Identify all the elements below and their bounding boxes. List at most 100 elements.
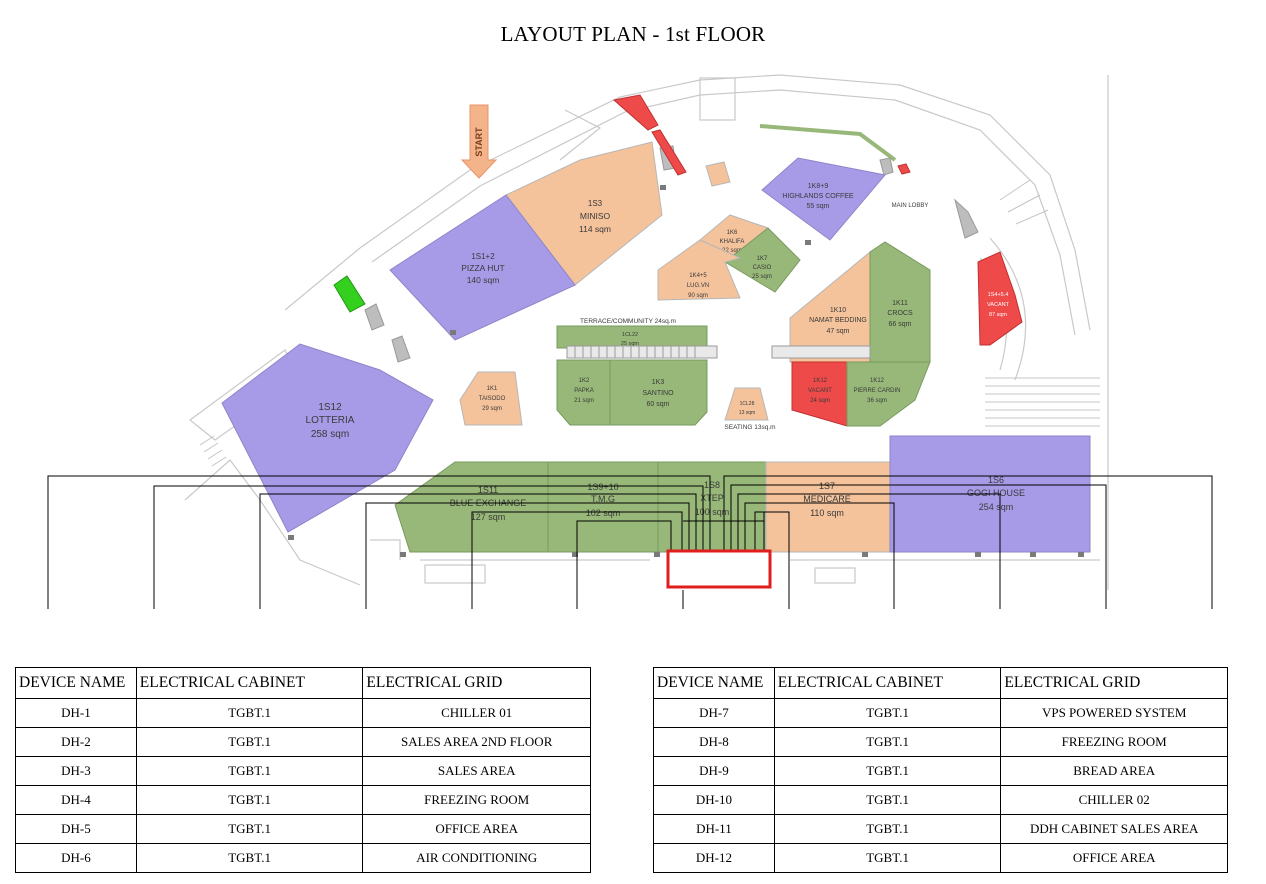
grid-cell: AIR CONDITIONING [362, 843, 591, 873]
grid-cell: CHILLER 02 [1000, 785, 1228, 815]
cabinet-cell: TGBT.1 [135, 698, 364, 728]
store-tmg[interactable]: 1S9+10 T.M.G 102 sqm [547, 461, 659, 553]
header-electrical-grid: ELECTRICAL GRID [1000, 667, 1228, 699]
device-name-cell: DH-6 [15, 843, 137, 873]
svg-text:1S3: 1S3 [588, 199, 603, 208]
svg-text:1S7: 1S7 [819, 481, 835, 491]
svg-text:TAISODO: TAISODO [479, 396, 506, 402]
counter-bar [771, 345, 871, 359]
table-row: DH-7 TGBT.1 VPS POWERED SYSTEM [653, 698, 1228, 728]
svg-text:114 sqm: 114 sqm [579, 224, 611, 234]
svg-text:CROCS: CROCS [887, 310, 913, 317]
cabinet-cell: TGBT.1 [135, 756, 364, 786]
device-name-cell: DH-7 [653, 698, 775, 728]
table-header-row: DEVICE NAME ELECTRICAL CABINET ELECTRICA… [653, 667, 1228, 699]
svg-text:55 sqm: 55 sqm [807, 203, 830, 210]
device-name-cell: DH-5 [15, 814, 137, 844]
terrace-cl22[interactable]: 1CL22 25 sqm [556, 325, 718, 359]
svg-text:1S6: 1S6 [988, 475, 1004, 485]
svg-text:MEDICARE: MEDICARE [803, 494, 851, 504]
svg-text:25 sqm: 25 sqm [621, 341, 639, 347]
svg-text:NAMAT BEDDING: NAMAT BEDDING [809, 317, 867, 324]
grid-cell: OFFICE AREA [1000, 843, 1228, 873]
kiosk-green[interactable] [333, 275, 366, 313]
grid-cell: OFFICE AREA [362, 814, 591, 844]
grid-cell: SALES AREA [362, 756, 591, 786]
cabinet-cell: TGBT.1 [135, 785, 364, 815]
cabinet-cell: TGBT.1 [773, 843, 1002, 873]
store-crocs[interactable]: 1K11 CROCS 66 sqm [869, 241, 931, 363]
svg-text:100 sqm: 100 sqm [695, 507, 730, 517]
svg-text:1K8+9: 1K8+9 [808, 183, 829, 190]
svg-text:GOGI HOUSE: GOGI HOUSE [967, 488, 1025, 498]
store-vacant-s4[interactable]: 1S4+5.4 VACANT 87 sqm [977, 251, 1023, 346]
grid-cell: BREAD AREA [1000, 756, 1228, 786]
device-name-cell: DH-12 [653, 843, 775, 873]
cabinet-cell: TGBT.1 [773, 814, 1002, 844]
svg-text:1K11: 1K11 [892, 300, 908, 307]
svg-text:1K6: 1K6 [727, 230, 738, 236]
store-santino[interactable]: 1K3 SANTINO 60 sqm [609, 359, 708, 426]
svg-text:66 sqm: 66 sqm [889, 321, 912, 328]
header-electrical-grid: ELECTRICAL GRID [362, 667, 591, 699]
svg-text:SANTINO: SANTINO [642, 390, 674, 397]
svg-text:1S1+2: 1S1+2 [471, 252, 495, 261]
svg-text:1S4+5.4: 1S4+5.4 [988, 292, 1009, 298]
store-vacant-k12[interactable]: 1K12 VACANT 24 sqm [791, 361, 848, 427]
table-header-row: DEVICE NAME ELECTRICAL CABINET ELECTRICA… [15, 667, 591, 699]
svg-text:90 sqm: 90 sqm [688, 293, 708, 299]
svg-text:1S9+10: 1S9+10 [587, 482, 618, 492]
svg-text:36 sqm: 36 sqm [867, 398, 887, 404]
svg-text:22 sqm: 22 sqm [722, 248, 742, 254]
svg-text:102 sqm: 102 sqm [586, 508, 621, 518]
store-casio[interactable]: 1K7 CASIO 25 sqm [724, 227, 801, 293]
cabling-lines [47, 475, 1213, 609]
store-lotteria[interactable]: 1S12 LOTTERIA 258 sqm [221, 343, 434, 533]
table-row: DH-12 TGBT.1 OFFICE AREA [653, 843, 1228, 873]
svg-text:47 sqm: 47 sqm [827, 328, 850, 335]
svg-text:VACANT: VACANT [987, 302, 1010, 308]
table-row: DH-10 TGBT.1 CHILLER 02 [653, 785, 1228, 815]
store-pizza-hut[interactable]: 1S1+2 PIZZA HUT 140 sqm [389, 194, 576, 341]
device-name-cell: DH-8 [653, 727, 775, 757]
svg-text:MINISO: MINISO [580, 211, 611, 221]
kiosk-cl4[interactable] [705, 161, 731, 187]
seating-label: SEATING 13sq.m [724, 424, 775, 431]
svg-text:1S11: 1S11 [478, 485, 498, 495]
device-name-cell: DH-3 [15, 756, 137, 786]
svg-text:1K10: 1K10 [830, 307, 846, 314]
svg-text:PAPKA: PAPKA [574, 388, 594, 394]
svg-text:29 sqm: 29 sqm [482, 406, 502, 412]
svg-text:1K12: 1K12 [813, 378, 828, 384]
header-electrical-cabinet: ELECTRICAL CABINET [773, 667, 1002, 699]
cabinet-cell: TGBT.1 [135, 814, 364, 844]
svg-text:1S8: 1S8 [704, 480, 720, 490]
store-taisodo[interactable]: 1K1 TAISODO 29 sqm [459, 371, 523, 426]
kiosk-cl28[interactable]: 1CL28 13 sqm [724, 387, 769, 421]
table-row: DH-5 TGBT.1 OFFICE AREA [15, 814, 591, 844]
store-xtep[interactable]: 1S8 XTEP 100 sqm [657, 461, 767, 553]
store-highlands-coffee[interactable]: 1K8+9 HIGHLANDS COFFEE 55 sqm [761, 157, 886, 241]
start-arrow-icon: START [460, 104, 498, 179]
svg-text:KHALIFA: KHALIFA [720, 239, 745, 245]
svg-text:PIZZA HUT: PIZZA HUT [461, 263, 504, 273]
cabinet-cell: TGBT.1 [773, 698, 1002, 728]
svg-text:87 sqm: 87 sqm [989, 312, 1007, 318]
store-papka[interactable]: 1K2 PAPKA 21 sqm [556, 359, 611, 426]
device-table-right: DEVICE NAME ELECTRICAL CABINET ELECTRICA… [653, 667, 1228, 873]
stairs-hatching [199, 179, 1100, 467]
svg-text:254 sqm: 254 sqm [979, 502, 1014, 512]
store-lug-vn[interactable]: 1K4+5 LUG.VN 90 sqm [657, 239, 742, 301]
device-name-cell: DH-2 [15, 727, 137, 757]
table-row: DH-8 TGBT.1 FREEZING ROOM [653, 727, 1228, 757]
svg-text:24 sqm: 24 sqm [810, 398, 830, 404]
grid-cell: FREEZING ROOM [1000, 727, 1228, 757]
svg-text:1K4+5: 1K4+5 [689, 273, 707, 279]
svg-text:21 sqm: 21 sqm [574, 398, 594, 404]
svg-text:1CL28: 1CL28 [740, 401, 755, 407]
device-name-cell: DH-10 [653, 785, 775, 815]
grid-cell: DDH CABINET SALES AREA [1000, 814, 1228, 844]
store-pierre-cardin[interactable]: 1K12 PIERRE CARDIN 36 sqm [846, 361, 931, 427]
start-label: START [474, 127, 484, 157]
svg-text:258 sqm: 258 sqm [311, 429, 349, 440]
